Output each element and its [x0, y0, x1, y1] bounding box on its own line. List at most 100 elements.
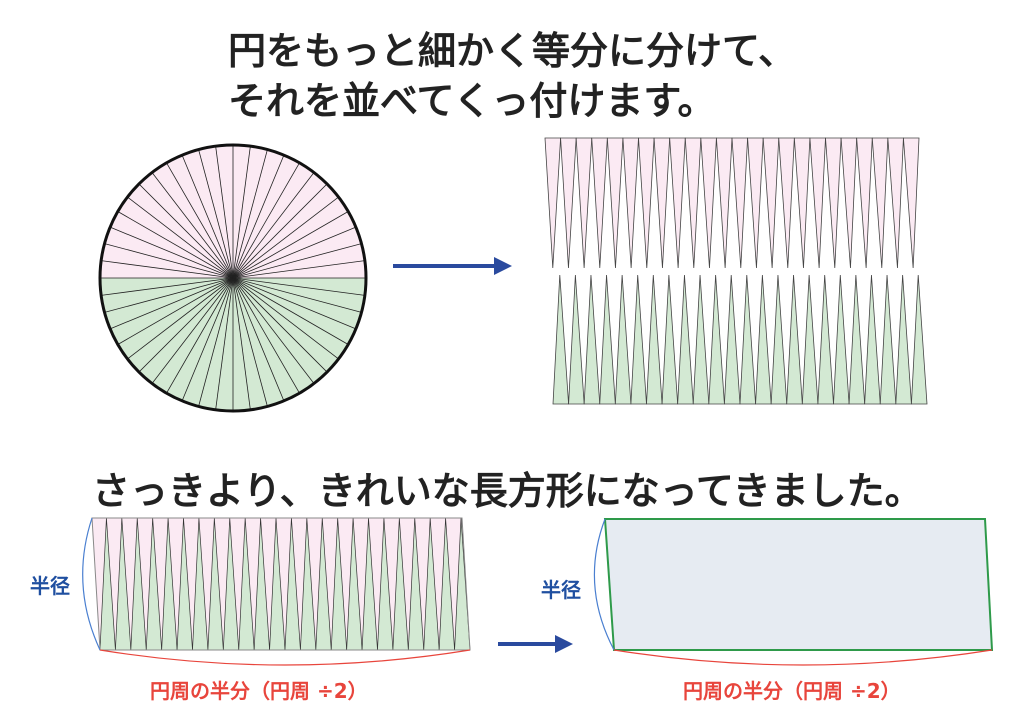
slice-line	[104, 243, 234, 279]
slice-line	[232, 172, 315, 279]
title-line-2: それを並べてくっ付けます。	[228, 79, 716, 123]
bottom-sector-triangle	[770, 274, 788, 405]
bottom-sector-triangle	[895, 274, 912, 405]
top-sector-triangle	[591, 137, 608, 269]
slice-line	[138, 277, 234, 373]
radius-brace-left	[82, 517, 101, 651]
slice-line	[232, 277, 362, 313]
bottom-sector-triangle	[614, 274, 632, 405]
bottom-sector-triangle	[583, 274, 601, 405]
bottom-sector-triangle	[568, 274, 585, 405]
bottom-sector-triangle	[708, 274, 725, 405]
slice-line	[232, 277, 315, 384]
slice-line	[232, 277, 251, 410]
slice-line	[232, 154, 285, 279]
slice-line	[232, 277, 285, 402]
top-sector-triangle	[747, 137, 764, 269]
slice-line	[232, 260, 365, 279]
top-sector-triangle	[684, 137, 702, 269]
top-sector-triangle	[762, 137, 780, 269]
bottom-sector-triangle	[817, 274, 834, 405]
top-sector-triangle	[856, 137, 873, 269]
slice-line	[232, 243, 362, 279]
top-sector-triangle	[715, 137, 733, 269]
slice-line	[127, 196, 234, 279]
top-sector-triangle	[700, 137, 717, 269]
bottom-sector-triangle	[910, 274, 928, 405]
top-sector-triangle	[575, 137, 593, 269]
top-sector-triangle	[809, 137, 826, 269]
radius-label-right: 半径	[541, 578, 581, 602]
subtitle: さっきより、きれいな長方形になってきました。	[92, 469, 923, 513]
circumference-brace-left	[99, 649, 471, 666]
bottom-sector-triangle	[879, 274, 897, 405]
slice-line	[151, 172, 234, 279]
top-sector-triangle	[638, 137, 655, 269]
circle-outline	[98, 143, 368, 413]
slice-line	[117, 277, 234, 345]
top-sector-triangle	[653, 137, 671, 269]
slice-line	[232, 277, 328, 373]
top-sector-triangle	[731, 137, 749, 269]
slice-line	[232, 146, 251, 279]
title-line-1: 円をもっと細かく等分に分けて、	[228, 29, 797, 73]
top-sector-triangle	[560, 137, 577, 269]
slice-line	[101, 277, 234, 296]
bottom-sector-triangle	[552, 274, 570, 405]
top-sector-triangle	[544, 137, 562, 269]
bottom-sector-triangle	[833, 274, 850, 405]
arrow-right-icon-head	[555, 635, 573, 653]
arrow-right-icon-head	[494, 257, 512, 275]
slice-line	[104, 277, 234, 313]
bottom-sector-triangle	[692, 274, 710, 405]
bottom-sector-triangle	[755, 274, 772, 405]
top-sector-triangle	[606, 137, 624, 269]
slice-line	[151, 277, 234, 384]
radius-brace-right	[593, 518, 615, 651]
slice-line	[109, 226, 234, 279]
slice-line	[215, 277, 234, 410]
slice-line	[232, 277, 357, 330]
bottom-sector-triangle	[864, 274, 881, 405]
bottom-sector-triangle	[677, 274, 694, 405]
top-sector-triangle	[840, 137, 858, 269]
slice-line	[117, 211, 234, 279]
slice-line	[232, 211, 349, 279]
slice-line	[232, 183, 328, 279]
top-sector-triangle	[902, 137, 920, 269]
slice-line	[198, 277, 234, 407]
bottom-sector-triangle	[801, 274, 819, 405]
top-sector-triangle	[622, 137, 639, 269]
bottom-sector-triangle	[739, 274, 757, 405]
slice-line	[232, 226, 357, 279]
bottom-sector-triangle	[786, 274, 803, 405]
slice-line	[232, 196, 339, 279]
slice-line	[101, 260, 234, 279]
slice-line	[109, 277, 234, 330]
bottom-sector-triangle	[723, 274, 741, 405]
slice-line	[181, 277, 234, 402]
half-circumference-label-left: 円周の半分（円周 ÷2）	[150, 679, 368, 703]
slice-line	[232, 277, 268, 407]
slice-line	[232, 277, 365, 296]
approximate-rectangle	[603, 518, 994, 651]
top-sector-triangle	[887, 137, 904, 269]
slice-line	[232, 277, 349, 345]
top-sector-triangle	[669, 137, 686, 269]
slice-line	[166, 277, 234, 394]
bottom-sector-triangle	[630, 274, 647, 405]
slice-line	[138, 183, 234, 279]
bottom-sector-triangle	[661, 274, 679, 405]
top-sector-triangle	[778, 137, 795, 269]
slice-line	[166, 162, 234, 279]
slice-line	[127, 277, 234, 360]
slice-line	[232, 277, 339, 360]
bottom-sector-triangle	[599, 274, 616, 405]
radius-label-left: 半径	[30, 574, 70, 598]
slice-line	[232, 162, 300, 279]
circumference-brace-right	[613, 649, 993, 666]
slice-line	[198, 149, 234, 279]
slice-line	[232, 277, 300, 394]
bottom-sector-triangle	[646, 274, 663, 405]
